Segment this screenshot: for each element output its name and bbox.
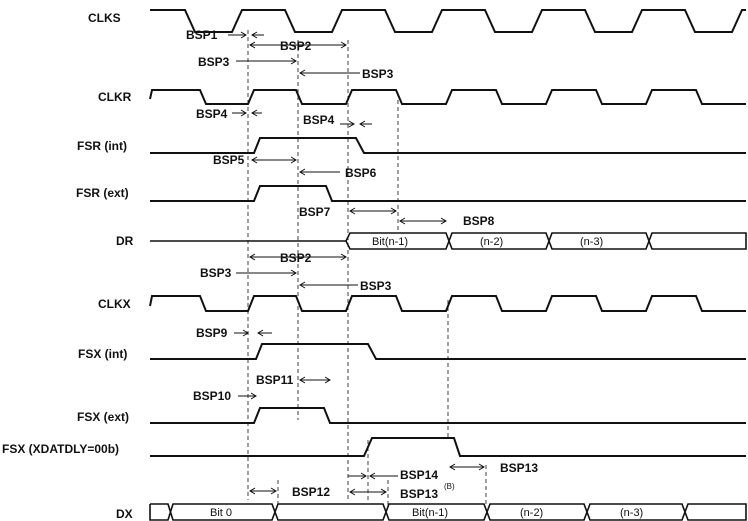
- param-bsp3-upper-right: BSP3: [362, 67, 394, 81]
- label-clks: CLKS: [88, 11, 121, 25]
- waveform-fsr-int: [150, 137, 746, 154]
- param-bsp10: BSP10: [193, 389, 231, 403]
- label-fsx-int: FSX (int): [78, 347, 127, 361]
- param-bsp3-lower-left: BSP3: [200, 266, 232, 280]
- param-bsp5: BSP5: [213, 153, 245, 167]
- param-bsp14: BSP14: [400, 468, 438, 482]
- label-dx: DX: [116, 507, 133, 521]
- label-clkr: CLKR: [98, 90, 132, 104]
- param-bsp8: BSP8: [463, 214, 495, 228]
- param-bsp2-lower: BSP2: [280, 251, 312, 265]
- label-fsx-xdatdly: FSX (XDATDLY=00b): [2, 442, 119, 456]
- dx-value-0: Bit 0: [210, 507, 232, 519]
- waveform-dr-bus: [345, 232, 747, 250]
- param-bsp2-upper: BSP2: [280, 39, 312, 53]
- param-bsp11: BSP11: [256, 373, 294, 387]
- param-bsp7: BSP7: [299, 205, 331, 219]
- timing-arrows: [228, 31, 485, 496]
- dr-value-2: (n-3): [580, 236, 603, 248]
- param-bsp12: BSP12: [292, 485, 330, 499]
- waveform-dx-bus: [149, 503, 747, 521]
- param-bsp13-bottom: BSP13: [400, 487, 438, 501]
- param-bsp6: BSP6: [345, 166, 377, 180]
- param-bsp9: BSP9: [196, 326, 228, 340]
- dr-value-0: Bit(n-1): [372, 236, 408, 248]
- note-b-superscript: (B): [444, 482, 455, 491]
- param-bsp3-lower-right: BSP3: [360, 279, 392, 293]
- waveform-fsx-int: [150, 343, 746, 360]
- param-bsp13-right: BSP13: [500, 461, 538, 475]
- param-bsp3-upper-left: BSP3: [198, 55, 230, 69]
- label-fsr-ext: FSR (ext): [76, 186, 129, 200]
- waveform-fsx-ext: [150, 407, 746, 424]
- dr-value-1: (n-2): [480, 236, 503, 248]
- dx-value-2: (n-2): [520, 507, 543, 519]
- waveform-fsx-xdatdly: [150, 437, 746, 457]
- label-clkx: CLKX: [98, 297, 131, 311]
- label-dr: DR: [116, 234, 134, 248]
- waveform-fsr-ext: [150, 185, 746, 202]
- dx-value-3: (n-3): [620, 507, 643, 519]
- label-fsr-int: FSR (int): [77, 139, 127, 153]
- param-bsp4-left: BSP4: [196, 107, 228, 121]
- dx-value-1: Bit(n-1): [412, 507, 448, 519]
- param-bsp1: BSP1: [186, 28, 218, 42]
- param-bsp4-right: BSP4: [303, 113, 335, 127]
- waveform-clkr: [149, 89, 746, 105]
- label-fsx-ext: FSX (ext): [77, 410, 129, 424]
- waveform-clks: [150, 9, 746, 33]
- guide-lines: [247, 30, 487, 505]
